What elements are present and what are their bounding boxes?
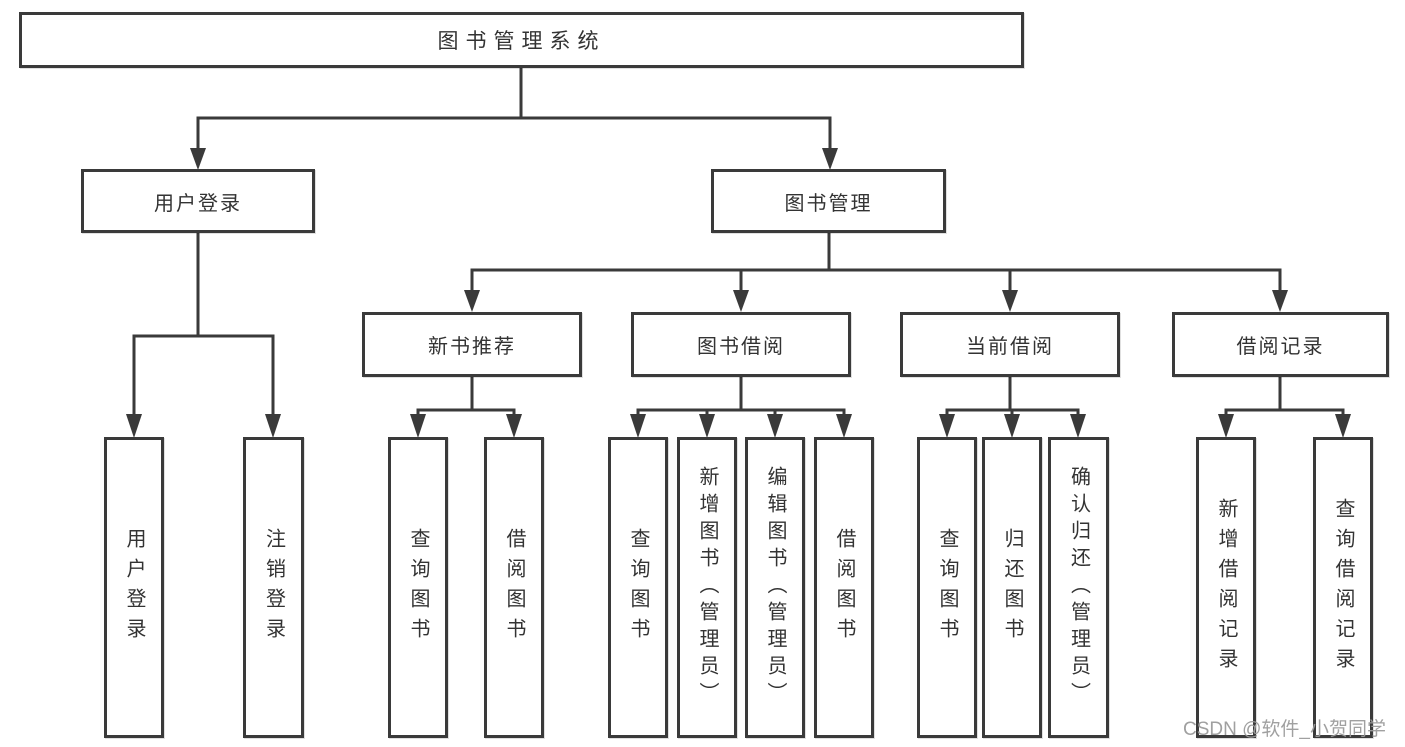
node-book-borrow: 图书借阅 [631,312,851,377]
leaf-add-borrow-record-label: 新增借阅记录 [1215,497,1237,678]
leaf-confirm-return-admin-label: 确认归还（管理员） [1067,466,1090,709]
node-new-book-recommend-label: 新书推荐 [428,336,516,358]
leaf-borrow-books-recommend: 借阅图书 [484,437,544,738]
leaf-user-login: 用户登录 [104,437,164,738]
leaf-query-books-current-label: 查询图书 [936,527,958,648]
leaf-edit-book-admin: 编辑图书（管理员） [745,437,805,738]
leaf-user-login-label: 用户登录 [123,527,145,648]
leaf-borrow-books: 借阅图书 [814,437,874,738]
node-book-management-label: 图书管理 [784,192,873,215]
leaf-query-books-borrow: 查询图书 [608,437,668,738]
leaf-query-borrow-record: 查询借阅记录 [1313,437,1373,738]
node-book-borrow-label: 图书借阅 [697,336,785,358]
leaf-add-book-admin: 新增图书（管理员） [677,437,737,738]
node-borrow-record: 借阅记录 [1172,312,1389,377]
node-book-management: 图书管理 [711,169,946,233]
leaf-borrow-books-recommend-label: 借阅图书 [503,527,525,648]
node-new-book-recommend: 新书推荐 [362,312,582,377]
leaf-logout: 注销登录 [243,437,304,738]
node-current-borrow: 当前借阅 [900,312,1120,377]
node-current-borrow-label: 当前借阅 [966,336,1054,358]
node-library-management-system: 图书管理系统 [19,12,1024,68]
leaf-edit-book-admin-label: 编辑图书（管理员） [764,466,786,709]
node-user-login-label: 用户登录 [154,192,242,215]
watermark: CSDN @软件_小贺同学 [1183,719,1386,740]
leaf-query-books-current: 查询图书 [917,437,977,738]
leaf-add-borrow-record: 新增借阅记录 [1196,437,1256,738]
leaf-query-books-recommend-label: 查询图书 [407,527,429,648]
leaf-return-book: 归还图书 [982,437,1042,738]
leaf-confirm-return-admin: 确认归还（管理员） [1048,437,1109,738]
leaf-query-borrow-record-label: 查询借阅记录 [1332,497,1354,678]
node-user-login: 用户登录 [81,169,315,233]
leaf-query-books-recommend: 查询图书 [388,437,448,738]
node-borrow-record-label: 借阅记录 [1236,336,1325,358]
node-library-management-system-label: 图书管理系统 [437,30,606,53]
leaf-add-book-admin-label: 新增图书（管理员） [696,466,718,709]
leaf-logout-label: 注销登录 [262,527,285,648]
leaf-borrow-books-label: 借阅图书 [833,527,855,648]
leaf-return-book-label: 归还图书 [1001,527,1023,648]
leaf-query-books-borrow-label: 查询图书 [627,527,649,648]
